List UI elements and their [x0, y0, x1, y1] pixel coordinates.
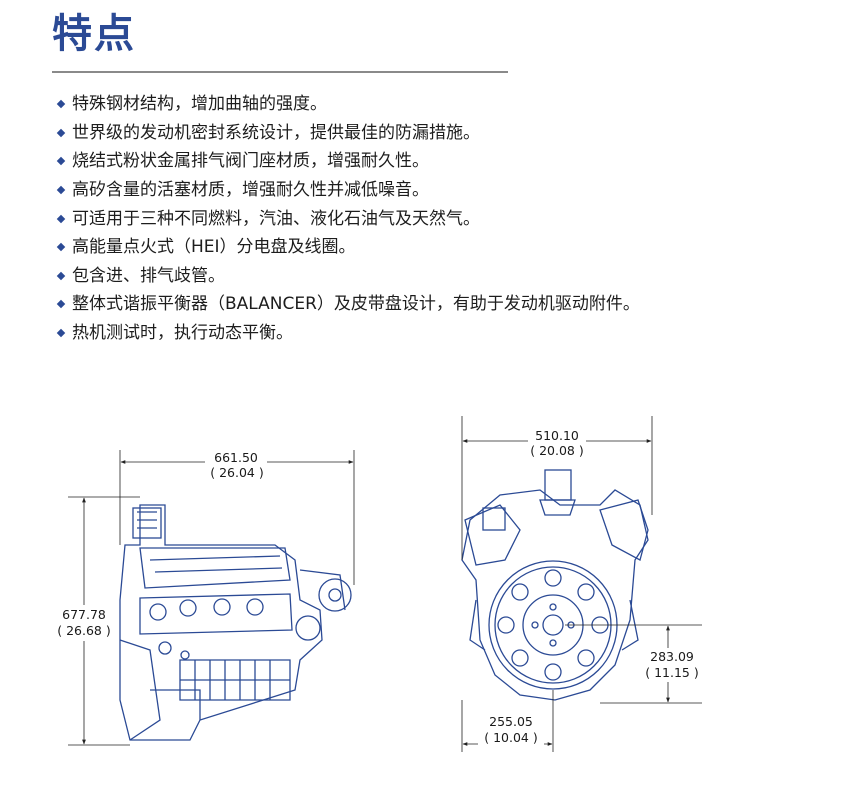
feature-item: 世界级的发动机密封系统设计，提供最佳的防漏措施。	[56, 119, 640, 148]
feature-text: 世界级的发动机密封系统设计，提供最佳的防漏措施。	[72, 122, 480, 143]
front-crank-height-in: ( 11.15 )	[645, 665, 699, 680]
feature-text: 热机测试时，执行动态平衡。	[72, 323, 293, 344]
side-length-mm: 661.50	[214, 450, 258, 465]
front-width-mm: 510.10	[535, 428, 579, 443]
front-width-in: ( 20.08 )	[530, 443, 584, 458]
engine-side-view	[119, 504, 352, 741]
feature-item: 烧结式粉状金属排气阀门座材质，增强耐久性。	[56, 147, 640, 176]
feature-item: 整体式谐振平衡器（BALANCER）及皮带盘设计，有助于发动机驱动附件。	[56, 290, 640, 319]
feature-item: 高能量点火式（HEI）分电盘及线圈。	[56, 233, 640, 262]
feature-item: 特殊钢材结构，增加曲轴的强度。	[56, 90, 640, 119]
feature-text: 包含进、排气歧管。	[72, 265, 225, 286]
feature-text: 高矽含量的活塞材质，增强耐久性并减低噪音。	[72, 180, 429, 201]
page-title: 特点	[52, 11, 136, 57]
title-divider	[52, 71, 508, 73]
feature-text: 可适用于三种不同燃料，汽油、液化石油气及天然气。	[72, 208, 480, 229]
feature-text: 特殊钢材结构，增加曲轴的强度。	[72, 94, 327, 115]
side-height-mm: 677.78	[62, 607, 106, 622]
side-length-in: ( 26.04 )	[210, 465, 264, 480]
engine-front-view	[461, 469, 649, 701]
feature-item: 高矽含量的活塞材质，增强耐久性并减低噪音。	[56, 176, 640, 205]
feature-text: 整体式谐振平衡器（BALANCER）及皮带盘设计，有助于发动机驱动附件。	[72, 294, 640, 315]
feature-item: 可适用于三种不同燃料，汽油、液化石油气及天然气。	[56, 204, 640, 233]
front-crank-offset-in: ( 10.04 )	[484, 730, 538, 745]
front-crank-height-mm: 283.09	[650, 649, 694, 664]
front-crank-offset-mm: 255.05	[489, 714, 533, 729]
feature-list: 特殊钢材结构，增加曲轴的强度。 世界级的发动机密封系统设计，提供最佳的防漏措施。…	[56, 90, 640, 347]
feature-text: 烧结式粉状金属排气阀门座材质，增强耐久性。	[72, 151, 429, 172]
side-height-in: ( 26.68 )	[57, 623, 111, 638]
feature-item: 包含进、排气歧管。	[56, 262, 640, 291]
feature-text: 高能量点火式（HEI）分电盘及线圈。	[72, 237, 356, 258]
feature-item: 热机测试时，执行动态平衡。	[56, 319, 640, 348]
